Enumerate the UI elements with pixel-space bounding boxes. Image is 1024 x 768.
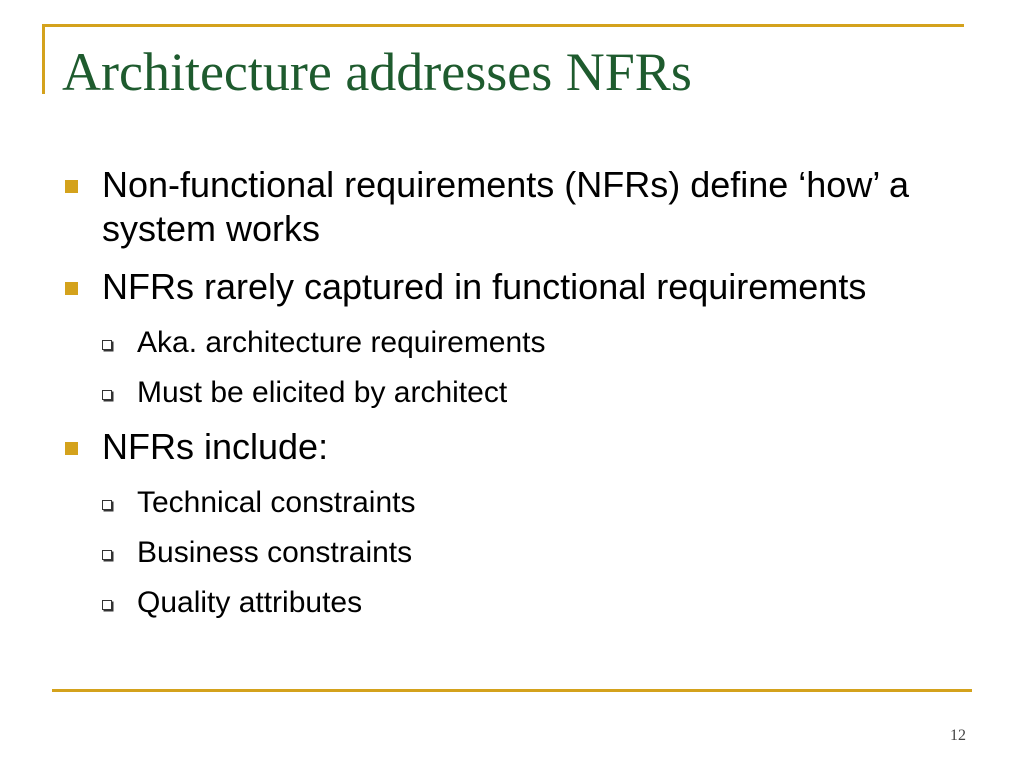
hollow-square-bullet-icon <box>102 600 112 610</box>
hollow-square-bullet-icon <box>102 550 112 560</box>
sub-bullet-item: Business constraints <box>62 533 942 573</box>
hollow-square-bullet-icon <box>102 390 112 400</box>
sub-bullet-item: Quality attributes <box>62 583 942 623</box>
sub-bullet-item: Aka. architecture requirements <box>62 323 942 363</box>
sub-bullet-text: Business constraints <box>137 536 413 569</box>
square-bullet-icon <box>65 282 78 295</box>
bullet-item: NFRs rarely captured in functional requi… <box>62 265 942 309</box>
bullet-item: Non-functional requirements (NFRs) defin… <box>62 163 942 251</box>
title-frame-left-border <box>42 24 45 94</box>
square-bullet-icon <box>65 180 78 193</box>
title-frame-top-border <box>42 24 964 27</box>
sub-bullet-text: Technical constraints <box>137 486 416 519</box>
hollow-square-bullet-icon <box>102 500 112 510</box>
page-number: 12 <box>950 727 966 744</box>
sub-bullet-text: Quality attributes <box>137 586 363 619</box>
sub-bullet-item: Technical constraints <box>62 483 942 523</box>
bullet-text: NFRs include: <box>102 426 329 467</box>
bullet-text: NFRs rarely captured in functional requi… <box>102 266 867 307</box>
sub-bullet-text: Aka. architecture requirements <box>137 326 546 359</box>
slide-content: Non-functional requirements (NFRs) defin… <box>62 163 942 633</box>
footer-divider <box>52 689 972 692</box>
hollow-square-bullet-icon <box>102 340 112 350</box>
square-bullet-icon <box>65 442 78 455</box>
bullet-text: Non-functional requirements (NFRs) defin… <box>102 164 910 249</box>
bullet-item: NFRs include: <box>62 425 942 469</box>
sub-bullet-text: Must be elicited by architect <box>137 376 508 409</box>
slide-title: Architecture addresses NFRs <box>62 42 692 102</box>
sub-bullet-item: Must be elicited by architect <box>62 373 942 413</box>
